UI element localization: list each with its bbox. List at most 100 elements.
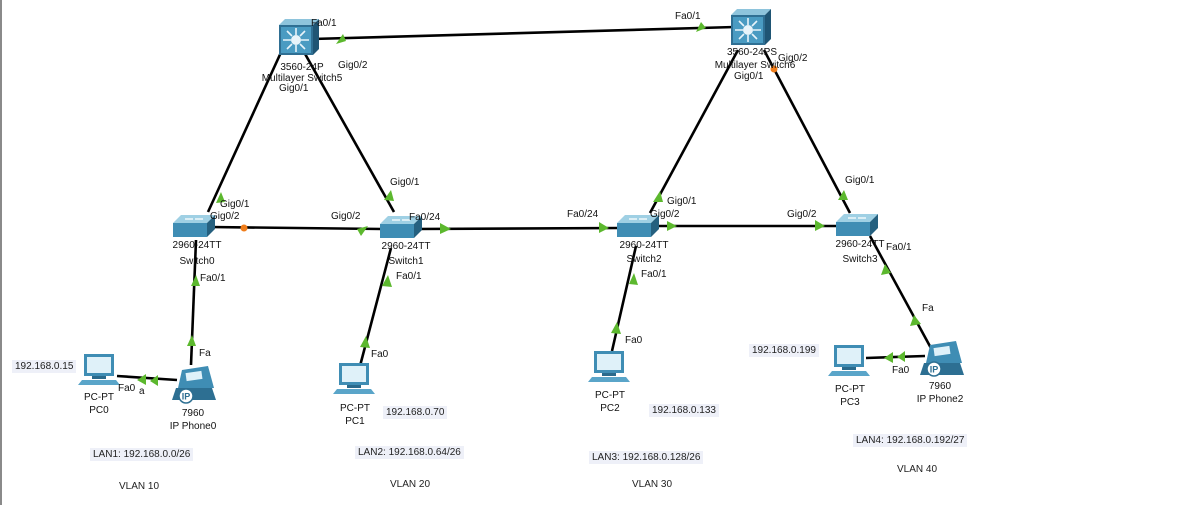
switch-2-icon[interactable] [617,215,659,237]
device-name-label: IP Phone2 [916,394,964,405]
port-label: Fa0 [892,365,910,376]
switch-1-icon[interactable] [380,216,422,238]
link-up-indicator [653,191,663,202]
link-mls0-sw0[interactable] [206,47,285,213]
link-up-indicator [815,220,825,231]
switch-3-icon[interactable] [836,214,878,236]
link-sw0-sw1[interactable] [209,225,383,231]
ip-phone-2-icon[interactable]: IP [920,341,964,377]
device-model-label: PC-PT [595,390,625,401]
ip-phone-0-icon[interactable]: IP [172,366,216,404]
device-name-label: PC2 [600,403,620,414]
port-label: Fa0 [118,383,136,394]
link-up-indicator [360,336,370,348]
svg-text:IP: IP [182,392,191,402]
device-name-label: Switch3 [842,254,878,265]
link-up-indicator [910,315,921,326]
link-up-indicator [881,264,891,275]
device-name-label: Switch0 [179,256,215,267]
port-label: Fa0/1 [675,11,701,22]
device-model-label: 2960-24TT [835,239,885,250]
port-label: Fa0/1 [641,269,667,280]
multilayer-switch-6[interactable] [731,9,771,45]
port-label: Gig0/2 [650,209,680,220]
link-mls1-sw2[interactable] [648,49,740,214]
device-model-label: 2960-24TT [172,240,222,251]
port-label: Gig0/1 [845,175,875,186]
link-mls1-sw3[interactable] [762,49,852,214]
link-up-indicator [216,192,225,203]
lan-subnet-label: LAN3: 192.168.0.128/26 [589,451,704,464]
device-name-label: IP Phone0 [169,421,217,432]
pc-2-icon[interactable] [588,351,630,382]
link-up-indicator [611,322,621,334]
device-model-label: 7960 [181,408,205,419]
port-label: Fa0/1 [200,273,226,284]
link-mls0-mls1[interactable] [311,25,736,41]
link-up-indicator [599,222,609,233]
port-label: Gig0/2 [787,209,817,220]
lan-subnet-label: LAN4: 192.168.0.192/27 [853,434,968,447]
port-label: Gig0/2 [338,60,368,71]
pc-0-icon[interactable] [78,354,120,385]
multilayer-switch-5[interactable] [279,19,319,55]
link-up-indicator [696,22,706,32]
link-pc3-ph2[interactable] [865,354,926,360]
pc-1-icon[interactable] [333,363,375,394]
link-up-indicator [440,223,451,234]
window-left-edge [0,0,2,505]
device-model-label: 7960 [928,381,952,392]
device-name-label: PC0 [89,405,109,416]
port-label: Fa0 [371,349,389,360]
port-label: Fa0 [625,335,643,346]
port-label: Fa [199,348,211,359]
device-name-label: PC1 [345,416,365,427]
switch-0-icon[interactable] [173,215,215,237]
link-up-indicator [897,351,905,362]
link-up-indicator [629,273,638,285]
device-model-label: 3560-24P [280,62,324,73]
port-label: Fa0/1 [311,18,337,29]
pc-3-icon[interactable] [828,345,870,376]
device-model-label: 2960-24TT [619,240,669,251]
port-label: Gig0/1 [279,83,309,94]
device-model-label: PC-PT [340,403,370,414]
link-blocked-indicator [240,224,248,232]
vlan-label: VLAN 10 [119,481,160,492]
lan-subnet-label: LAN2: 192.168.0.64/26 [355,446,464,459]
link-up-indicator [667,221,677,231]
port-label: Gig0/1 [734,71,764,82]
svg-text:IP: IP [930,365,939,375]
device-model-label: 3560-24PS [726,47,778,58]
link-up-indicator [187,335,196,346]
link-up-indicator [357,226,368,236]
device-name-label: PC3 [840,397,860,408]
device-model-label: PC-PT [835,384,865,395]
port-label: Gig0/2 [331,211,361,222]
link-mls0-sw1[interactable] [302,51,396,213]
ip-address-label: 192.168.0.70 [383,406,448,419]
link-up-indicator [838,190,848,200]
link-up-indicator [137,374,146,385]
link-ph0-pc0[interactable] [116,374,178,382]
port-label: a [139,386,145,397]
ip-address-label: 192.168.0.199 [749,344,819,357]
ip-address-label: 192.168.0.133 [649,404,719,417]
port-label: Fa0/1 [396,271,422,282]
device-name-label: Multilayer Switch5 [261,73,343,84]
device-name-label: Switch1 [388,256,424,267]
link-sw3-ph2[interactable] [868,235,934,351]
port-label: Fa [922,303,934,314]
port-label: Gig0/1 [220,199,250,210]
link-up-indicator [384,190,394,201]
ip-address-label: 192.168.0.15 [12,360,77,373]
port-label: Gig0/1 [390,177,420,188]
port-label: Gig0/2 [210,211,240,222]
link-up-indicator [336,34,346,44]
device-name-label: Switch2 [626,254,662,265]
port-label: Fa0/24 [409,212,441,223]
vlan-label: VLAN 30 [632,479,673,490]
port-label: Gig0/2 [778,53,808,64]
vlan-label: VLAN 20 [390,479,431,490]
